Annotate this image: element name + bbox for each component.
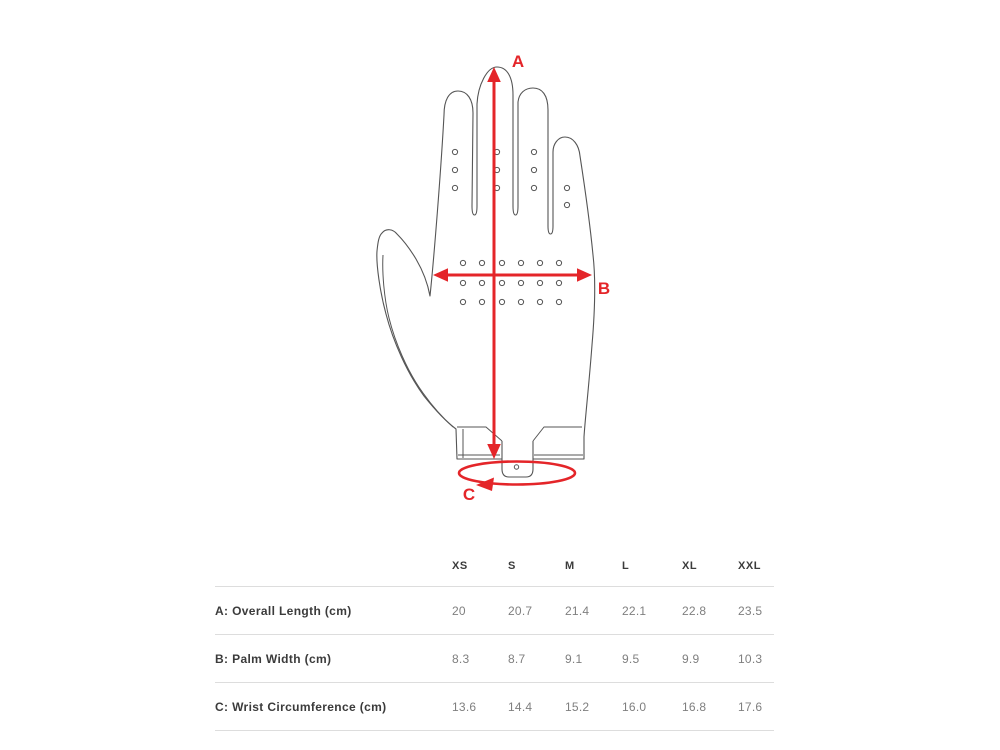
arrow-a-head-up <box>487 67 501 82</box>
arrow-a-head-down <box>487 444 501 459</box>
value-m: 21.4 <box>565 603 590 618</box>
value-xl: 9.9 <box>682 651 700 666</box>
measure-arrow-c <box>457 460 577 491</box>
label-c: C <box>463 485 475 504</box>
label-a: A <box>512 52 524 71</box>
table-row-overall-length: A: Overall Length (cm) 20 20.7 21.4 22.1… <box>215 587 774 635</box>
value-xs: 8.3 <box>452 651 470 666</box>
value-xl: 16.8 <box>682 699 707 714</box>
label-b: B <box>598 279 610 298</box>
value-xs: 20 <box>452 603 466 618</box>
thumb-seam-line <box>382 254 454 428</box>
cuff-notch-left <box>457 426 503 442</box>
size-header-l: L <box>622 560 630 572</box>
value-xxl: 23.5 <box>738 603 763 618</box>
measure-arrow-b <box>433 268 592 282</box>
value-xs: 13.6 <box>452 699 477 714</box>
value-xl: 22.8 <box>682 603 707 618</box>
arrow-c-head <box>476 477 494 491</box>
size-header-m: M <box>565 560 575 572</box>
size-table-header-row: XS S M L XL XXL <box>215 546 774 587</box>
value-l: 16.0 <box>622 699 647 714</box>
strap-snap-hole <box>513 464 520 470</box>
glove-measurement-diagram: A B C <box>376 52 610 504</box>
wrist-strap <box>501 441 534 478</box>
row-label: C: Wrist Circumference (cm) <box>215 699 387 714</box>
value-l: 22.1 <box>622 603 647 618</box>
wrist-circumference-ellipse <box>457 460 577 486</box>
size-header-xs: XS <box>452 560 468 572</box>
size-header-s: S <box>508 560 516 572</box>
glove-outline <box>376 66 596 460</box>
table-row-palm-width: B: Palm Width (cm) 8.3 8.7 9.1 9.5 9.9 1… <box>215 635 774 683</box>
value-s: 8.7 <box>508 651 526 666</box>
size-header-xl: XL <box>682 560 698 572</box>
row-label: A: Overall Length (cm) <box>215 603 352 618</box>
palm-perforations <box>459 259 563 306</box>
arrow-b-head-left <box>433 268 448 282</box>
table-row-wrist-circumference: C: Wrist Circumference (cm) 13.6 14.4 15… <box>215 683 774 731</box>
value-m: 15.2 <box>565 699 590 714</box>
value-l: 9.5 <box>622 651 640 666</box>
value-s: 14.4 <box>508 699 533 714</box>
cuff-notch-right <box>532 426 582 442</box>
value-xxl: 10.3 <box>738 651 763 666</box>
measure-arrow-a <box>487 67 501 459</box>
size-header-xxl: XXL <box>738 560 762 572</box>
arrow-b-head-right <box>577 268 592 282</box>
value-s: 20.7 <box>508 603 533 618</box>
value-m: 9.1 <box>565 651 583 666</box>
value-xxl: 17.6 <box>738 699 763 714</box>
size-table: XS S M L XL XXL A: Overall Length (cm) 2… <box>215 546 774 731</box>
cuff-detail-lines <box>457 426 583 458</box>
row-label: B: Palm Width (cm) <box>215 651 332 666</box>
glove-diagram-svg: A B C <box>376 52 610 504</box>
